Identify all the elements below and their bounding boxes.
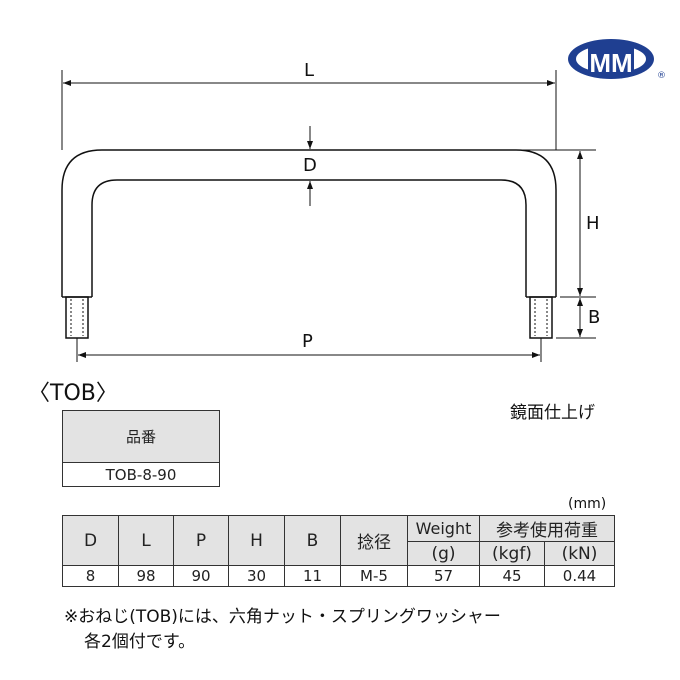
header-weight-unit: (g) — [407, 541, 480, 566]
product-code: TOB-8-90 — [62, 462, 220, 487]
header-D: D — [62, 515, 119, 566]
cell-thread: M-5 — [340, 565, 408, 587]
mm-logo: MM ® — [568, 39, 666, 81]
handle-outline — [61, 149, 557, 339]
product-header: 品番 — [62, 410, 220, 463]
header-L: L — [118, 515, 174, 566]
cell-B: 11 — [284, 565, 341, 587]
header-B: B — [284, 515, 341, 566]
dimension-lines — [61, 70, 596, 362]
dim-label-L: L — [304, 60, 315, 81]
header-load: 参考使用荷重 — [479, 515, 615, 542]
cell-kn: 0.44 — [544, 565, 615, 587]
header-kgf: (kgf) — [479, 541, 545, 566]
table-row: 8 98 90 30 11 M-5 57 45 0.44 — [62, 565, 615, 587]
logo-text: MM — [589, 48, 632, 78]
header-thread: 捻径 — [340, 515, 408, 566]
cell-D: 8 — [62, 565, 119, 587]
dim-label-H: H — [586, 213, 600, 234]
note-line-1: ※おねじ(TOB)には、六角ナット・スプリングワッシャー — [64, 607, 501, 627]
unit-label: (mm) — [568, 496, 607, 512]
cell-weight: 57 — [407, 565, 480, 587]
dim-label-B: B — [588, 307, 601, 328]
cell-L: 98 — [118, 565, 174, 587]
dim-label-D: D — [303, 155, 317, 176]
model-heading: 〈TOB〉 — [28, 381, 118, 406]
cell-H: 30 — [228, 565, 285, 587]
cell-kgf: 45 — [479, 565, 545, 587]
cell-P: 90 — [173, 565, 229, 587]
registered-mark: ® — [657, 71, 666, 81]
header-kn: (kN) — [544, 541, 615, 566]
finish-label: 鏡面仕上げ — [510, 403, 595, 423]
note-line-2: 各2個付です。 — [84, 632, 196, 652]
dim-label-P: P — [302, 331, 313, 352]
spec-table: D L P H B 捻径 Weight 参考使用荷重 (g) (kgf) (kN… — [62, 515, 615, 587]
product-table: 品番 TOB-8-90 — [62, 410, 220, 487]
header-P: P — [173, 515, 229, 566]
header-H: H — [228, 515, 285, 566]
header-weight: Weight — [407, 515, 480, 542]
